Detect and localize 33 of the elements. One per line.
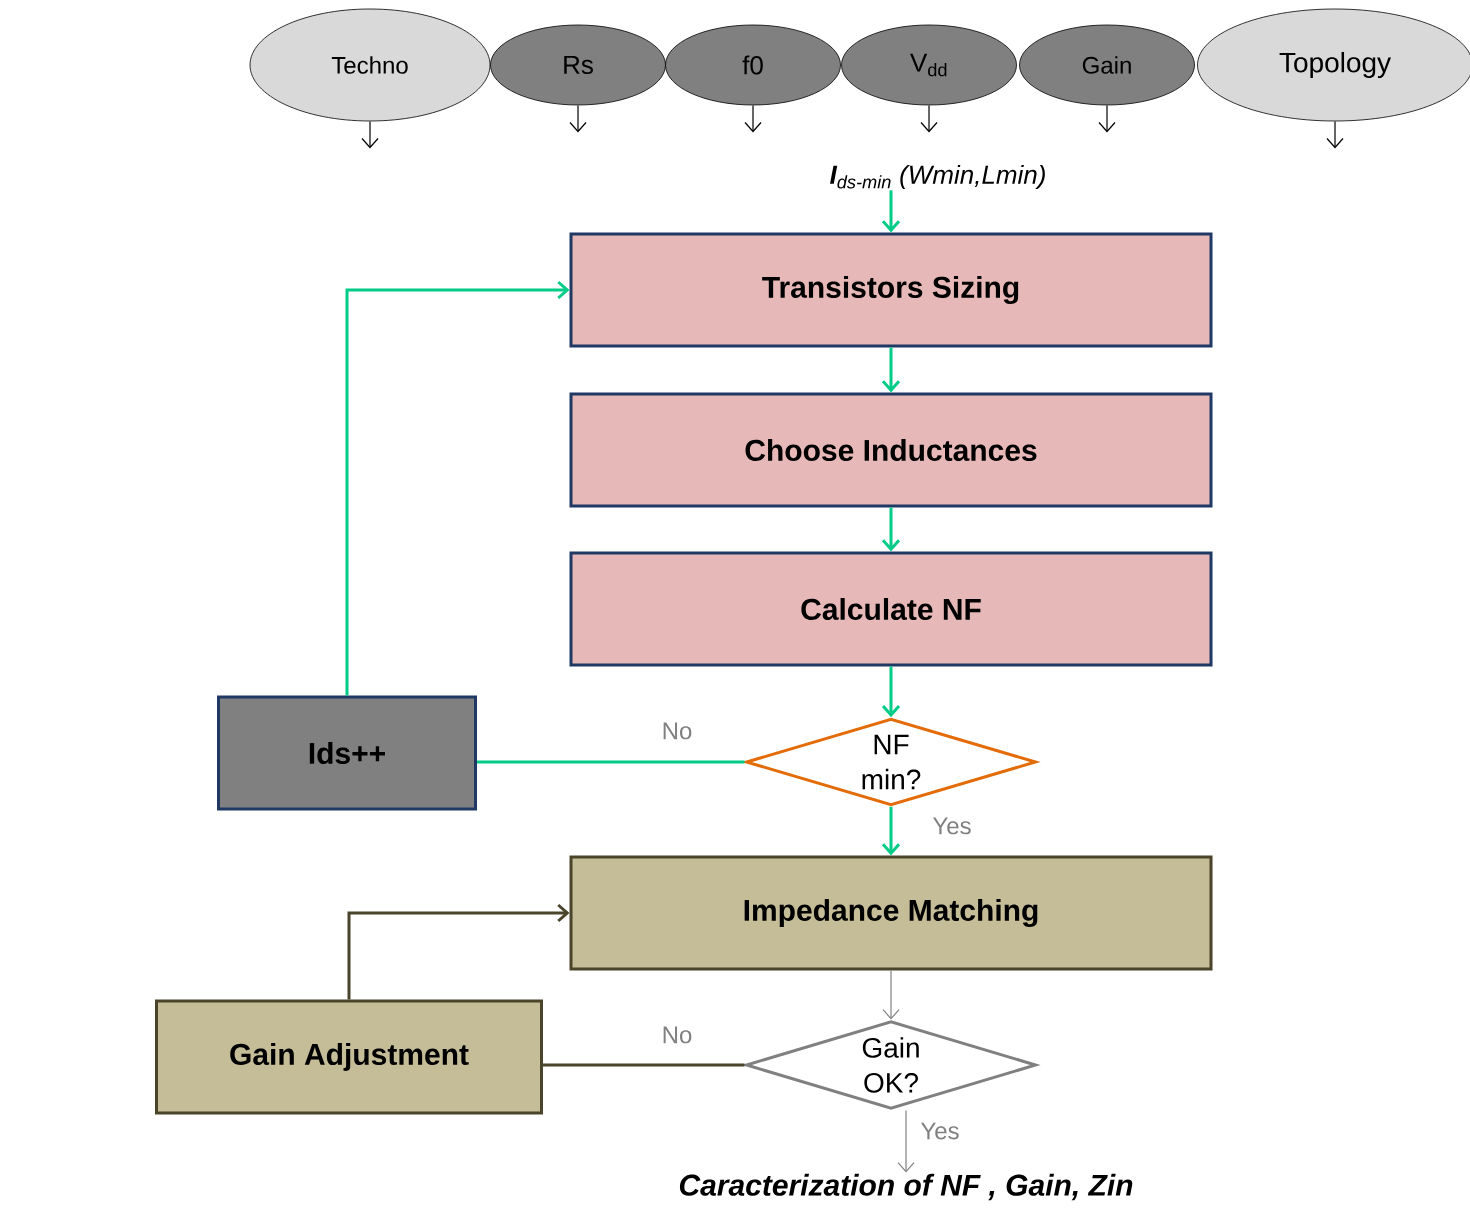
arrow (1326, 120, 1344, 149)
ellipse-node: Topology (1197, 8, 1470, 122)
process-box: Transistors Sizing (569, 232, 1213, 348)
arrow (881, 190, 901, 233)
arrow (345, 280, 570, 696)
process-box: Choose Inductances (569, 392, 1213, 508)
arrow (347, 903, 570, 1000)
caption-text: Caracterization of NF , Gain, Zin (679, 1173, 1133, 1201)
edge-label: No (660, 721, 694, 741)
ellipse-node: Techno (249, 8, 491, 122)
process-box: Gain Adjustment (155, 999, 543, 1115)
arrow (882, 969, 900, 1020)
arrow (897, 1109, 915, 1173)
ellipse-node: V$_{dd}$ (841, 24, 1017, 106)
edge-label: Yes (919, 1121, 961, 1141)
arrow (881, 666, 901, 718)
process-box: Ids++ (217, 695, 477, 811)
process-box: Calculate NF (569, 551, 1213, 667)
arrow (569, 104, 587, 133)
arrow (920, 104, 938, 133)
ellipse-node: Gain (1019, 24, 1195, 106)
edge-label: Yes (931, 816, 973, 836)
arrow (881, 507, 901, 552)
arrow (881, 347, 901, 393)
arrow (881, 806, 901, 856)
arrow (744, 104, 762, 133)
formula-text: I$_{ds-min}$ (Wmin,Lmin) (830, 164, 1045, 190)
arrow (1098, 104, 1116, 133)
ellipse-node: Rs (490, 24, 666, 106)
arrow (361, 120, 379, 149)
edge-label: No (660, 1025, 694, 1045)
ellipse-node: f0 (665, 24, 841, 106)
process-box: Impedance Matching (569, 855, 1213, 971)
